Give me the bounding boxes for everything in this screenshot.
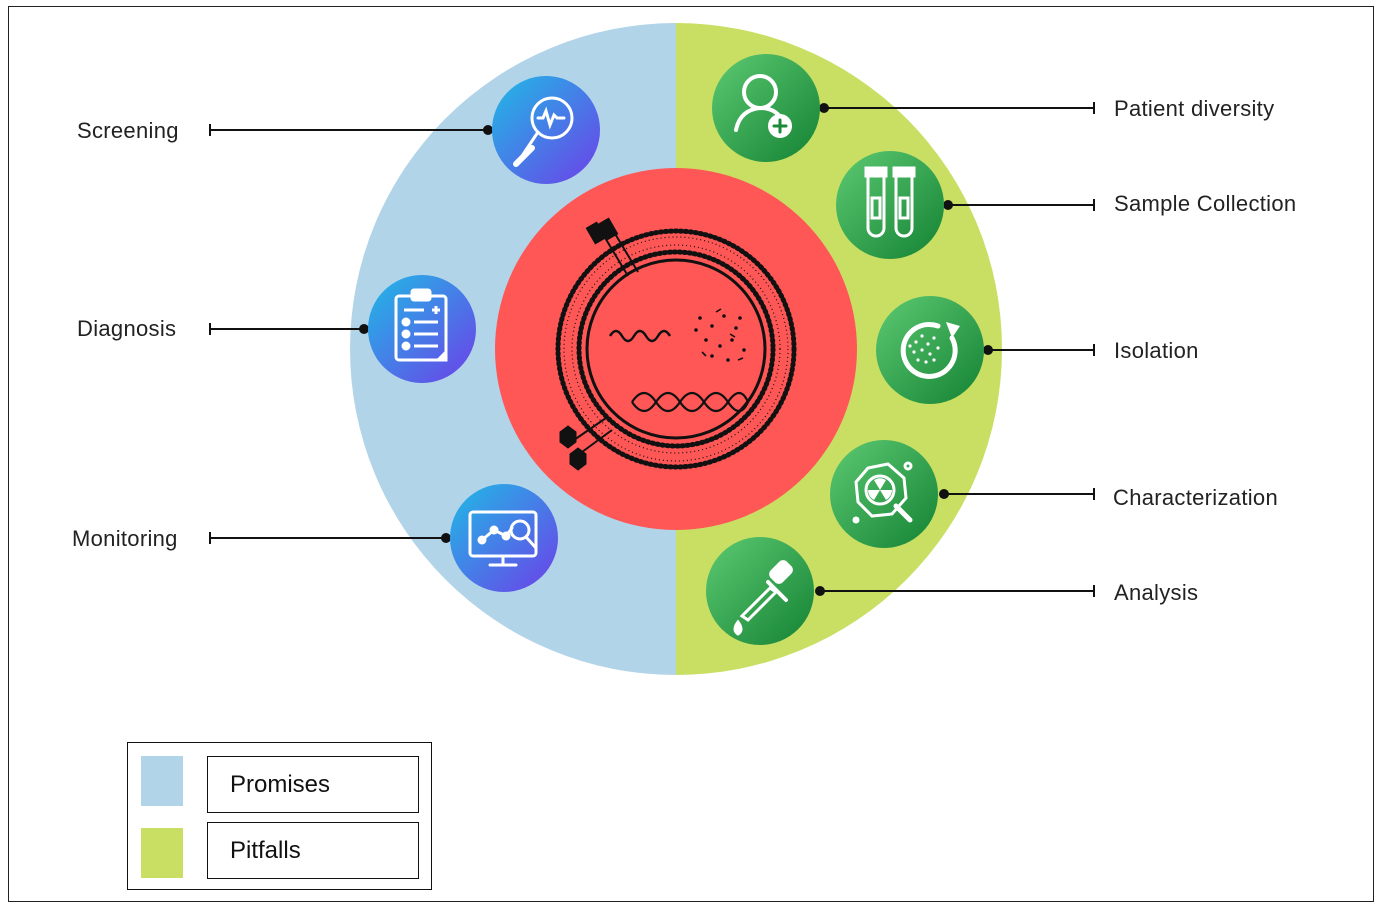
legend: Promises Pitfalls xyxy=(127,742,432,890)
clipboard-checklist-icon xyxy=(368,275,476,383)
monitor-analytics-icon xyxy=(450,484,558,592)
analysis-label: Analysis xyxy=(1114,580,1199,605)
radiation-inspect-icon xyxy=(830,440,938,548)
isolation-connector xyxy=(983,344,1095,356)
sample-collection-connector xyxy=(943,199,1095,211)
isolation-label: Isolation xyxy=(1114,338,1199,363)
figure-frame xyxy=(8,6,1374,902)
characterization-label: Characterization xyxy=(1113,485,1278,510)
promises-swatch xyxy=(141,756,183,806)
screening-label: Screening xyxy=(77,118,179,143)
patient-diversity-connector xyxy=(819,102,1095,114)
analysis-connector xyxy=(815,585,1095,597)
screening-connector xyxy=(209,124,493,136)
centrifuge-icon xyxy=(876,296,984,404)
pitfalls-legend-label: Pitfalls xyxy=(207,822,419,879)
center-circle xyxy=(495,168,857,530)
diagnosis-label: Diagnosis xyxy=(77,316,177,341)
promises-legend-label: Promises xyxy=(207,756,419,813)
dropper-icon xyxy=(706,537,814,645)
patient-icon xyxy=(712,54,820,162)
monitoring-label: Monitoring xyxy=(72,526,178,551)
patient-diversity-label: Patient diversity xyxy=(1114,96,1275,121)
extracellular-vesicle-icon xyxy=(555,217,797,471)
monitoring-connector xyxy=(209,532,451,544)
characterization-connector xyxy=(939,488,1095,500)
sample-collection-label: Sample Collection xyxy=(1114,191,1297,216)
magnifier-waveform-icon xyxy=(492,76,600,184)
diagnosis-connector xyxy=(209,323,369,335)
test-tubes-icon xyxy=(836,151,944,259)
pitfalls-swatch xyxy=(141,828,183,878)
